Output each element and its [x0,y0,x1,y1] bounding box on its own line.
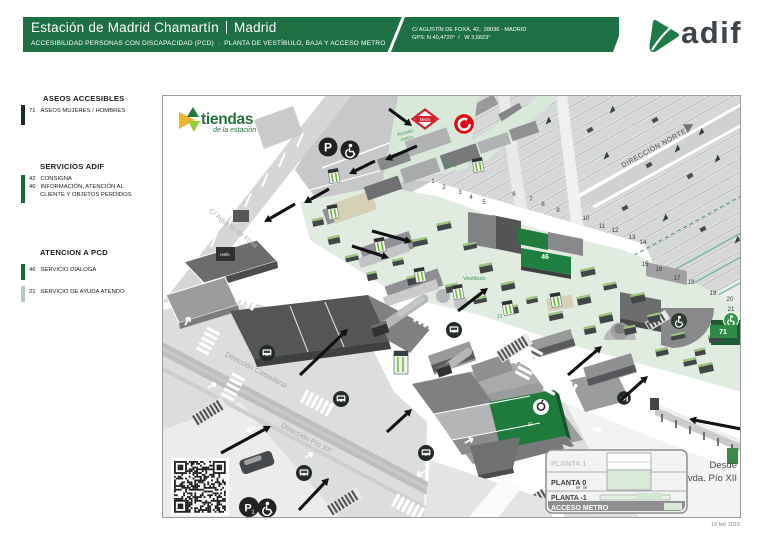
svg-text:PLANTA 0: PLANTA 0 [551,478,586,487]
svg-text:1: 1 [431,178,435,185]
svg-text:ACCESO METRO: ACCESO METRO [551,505,609,512]
svg-text:14: 14 [640,239,647,246]
svg-text:71: 71 [719,329,727,336]
svg-text:PLANTA 1: PLANTA 1 [551,459,586,468]
svg-text:9: 9 [556,207,560,214]
svg-text:Desde: Desde [710,460,737,471]
svg-text:19: 19 [710,290,717,297]
svg-text:17: 17 [674,275,681,282]
svg-text:Avda. Pío XII: Avda. Pío XII [682,473,737,484]
svg-text:renfe: renfe [220,252,230,257]
svg-text:16: 16 [656,266,663,273]
svg-text:46: 46 [541,254,549,261]
svg-text:12: 12 [612,227,619,234]
svg-text:PLANTA -1: PLANTA -1 [551,495,587,502]
svg-text:13: 13 [629,234,636,241]
svg-text:Vestíbulo: Vestíbulo [463,276,486,282]
svg-text:Acceso: Acceso [396,128,414,138]
svg-text:20: 20 [727,296,734,303]
svg-text:tiendas: tiendas [201,111,253,128]
svg-text:11: 11 [599,223,606,230]
svg-text:2: 2 [442,184,446,191]
svg-text:15: 15 [642,261,649,268]
svg-text:6: 6 [512,191,516,198]
svg-text:3: 3 [458,189,462,196]
svg-text:metro: metro [400,134,414,143]
svg-text:5: 5 [482,199,486,206]
svg-text:de la estación: de la estación [213,127,256,134]
svg-text:21: 21 [728,306,735,313]
svg-text:10: 10 [583,215,590,222]
svg-text:21: 21 [497,314,503,320]
svg-text:Vía 1: Vía 1 [444,163,457,169]
svg-text:1: 1 [251,510,255,516]
svg-text:Metro: Metro [420,117,431,122]
svg-text:P: P [324,141,332,155]
svg-text:18: 18 [688,279,695,286]
svg-text:8: 8 [541,201,545,208]
svg-text:P: P [244,503,251,515]
svg-text:7: 7 [529,196,533,203]
svg-text:4: 4 [469,194,473,201]
